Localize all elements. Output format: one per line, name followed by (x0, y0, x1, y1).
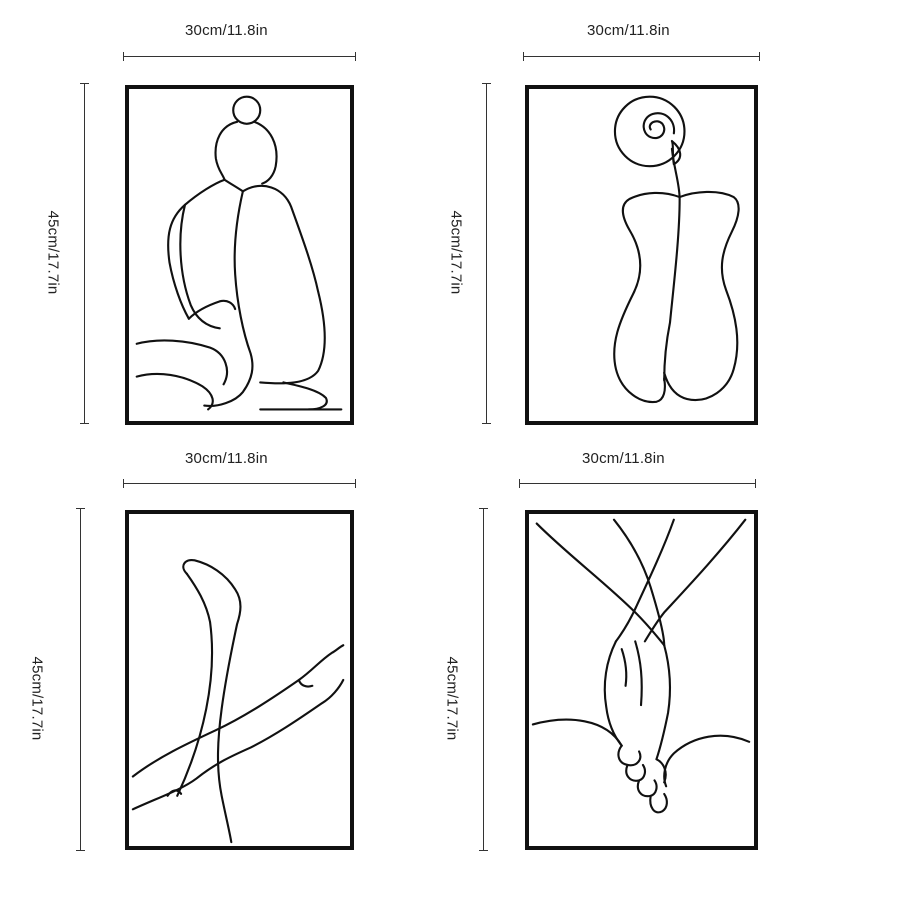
height-dimension-line (482, 83, 491, 424)
width-dimension-label: 30cm/11.8in (582, 450, 665, 467)
product-panel-holding-hands: 30cm/11.8in 45cm/17.7in (443, 450, 900, 900)
height-dimension-label: 45cm/17.7in (28, 656, 46, 741)
height-dimension-label: 45cm/17.7in (44, 210, 62, 295)
metal-frame (525, 510, 758, 850)
width-dimension-label: 30cm/11.8in (185, 22, 268, 39)
height-dimension-label: 45cm/17.7in (443, 656, 461, 741)
holding-hands-line-art-icon (531, 518, 751, 814)
width-dimension-line (519, 479, 756, 488)
height-dimension-label: 45cm/17.7in (447, 210, 465, 295)
height-dimension-line (479, 508, 488, 851)
metal-frame (525, 85, 758, 425)
torso-rose-line-art-icon (613, 95, 740, 403)
seated-woman-line-art-icon (135, 95, 343, 411)
product-panel-legs: 30cm/11.8in 45cm/17.7in (0, 450, 450, 900)
legs-line-art-icon (131, 558, 345, 844)
width-dimension-line (523, 52, 760, 61)
width-dimension-label: 30cm/11.8in (587, 22, 670, 39)
metal-frame (125, 510, 354, 850)
height-dimension-line (80, 83, 89, 424)
width-dimension-label: 30cm/11.8in (185, 450, 268, 467)
metal-frame (125, 85, 354, 425)
width-dimension-line (123, 479, 356, 488)
width-dimension-line (123, 52, 356, 61)
product-panel-seated-figure: 30cm/11.8in 45cm/17.7in (0, 0, 450, 450)
height-dimension-line (76, 508, 85, 851)
product-panel-torso-rose: 30cm/11.8in 45cm/17.7in (447, 0, 900, 450)
